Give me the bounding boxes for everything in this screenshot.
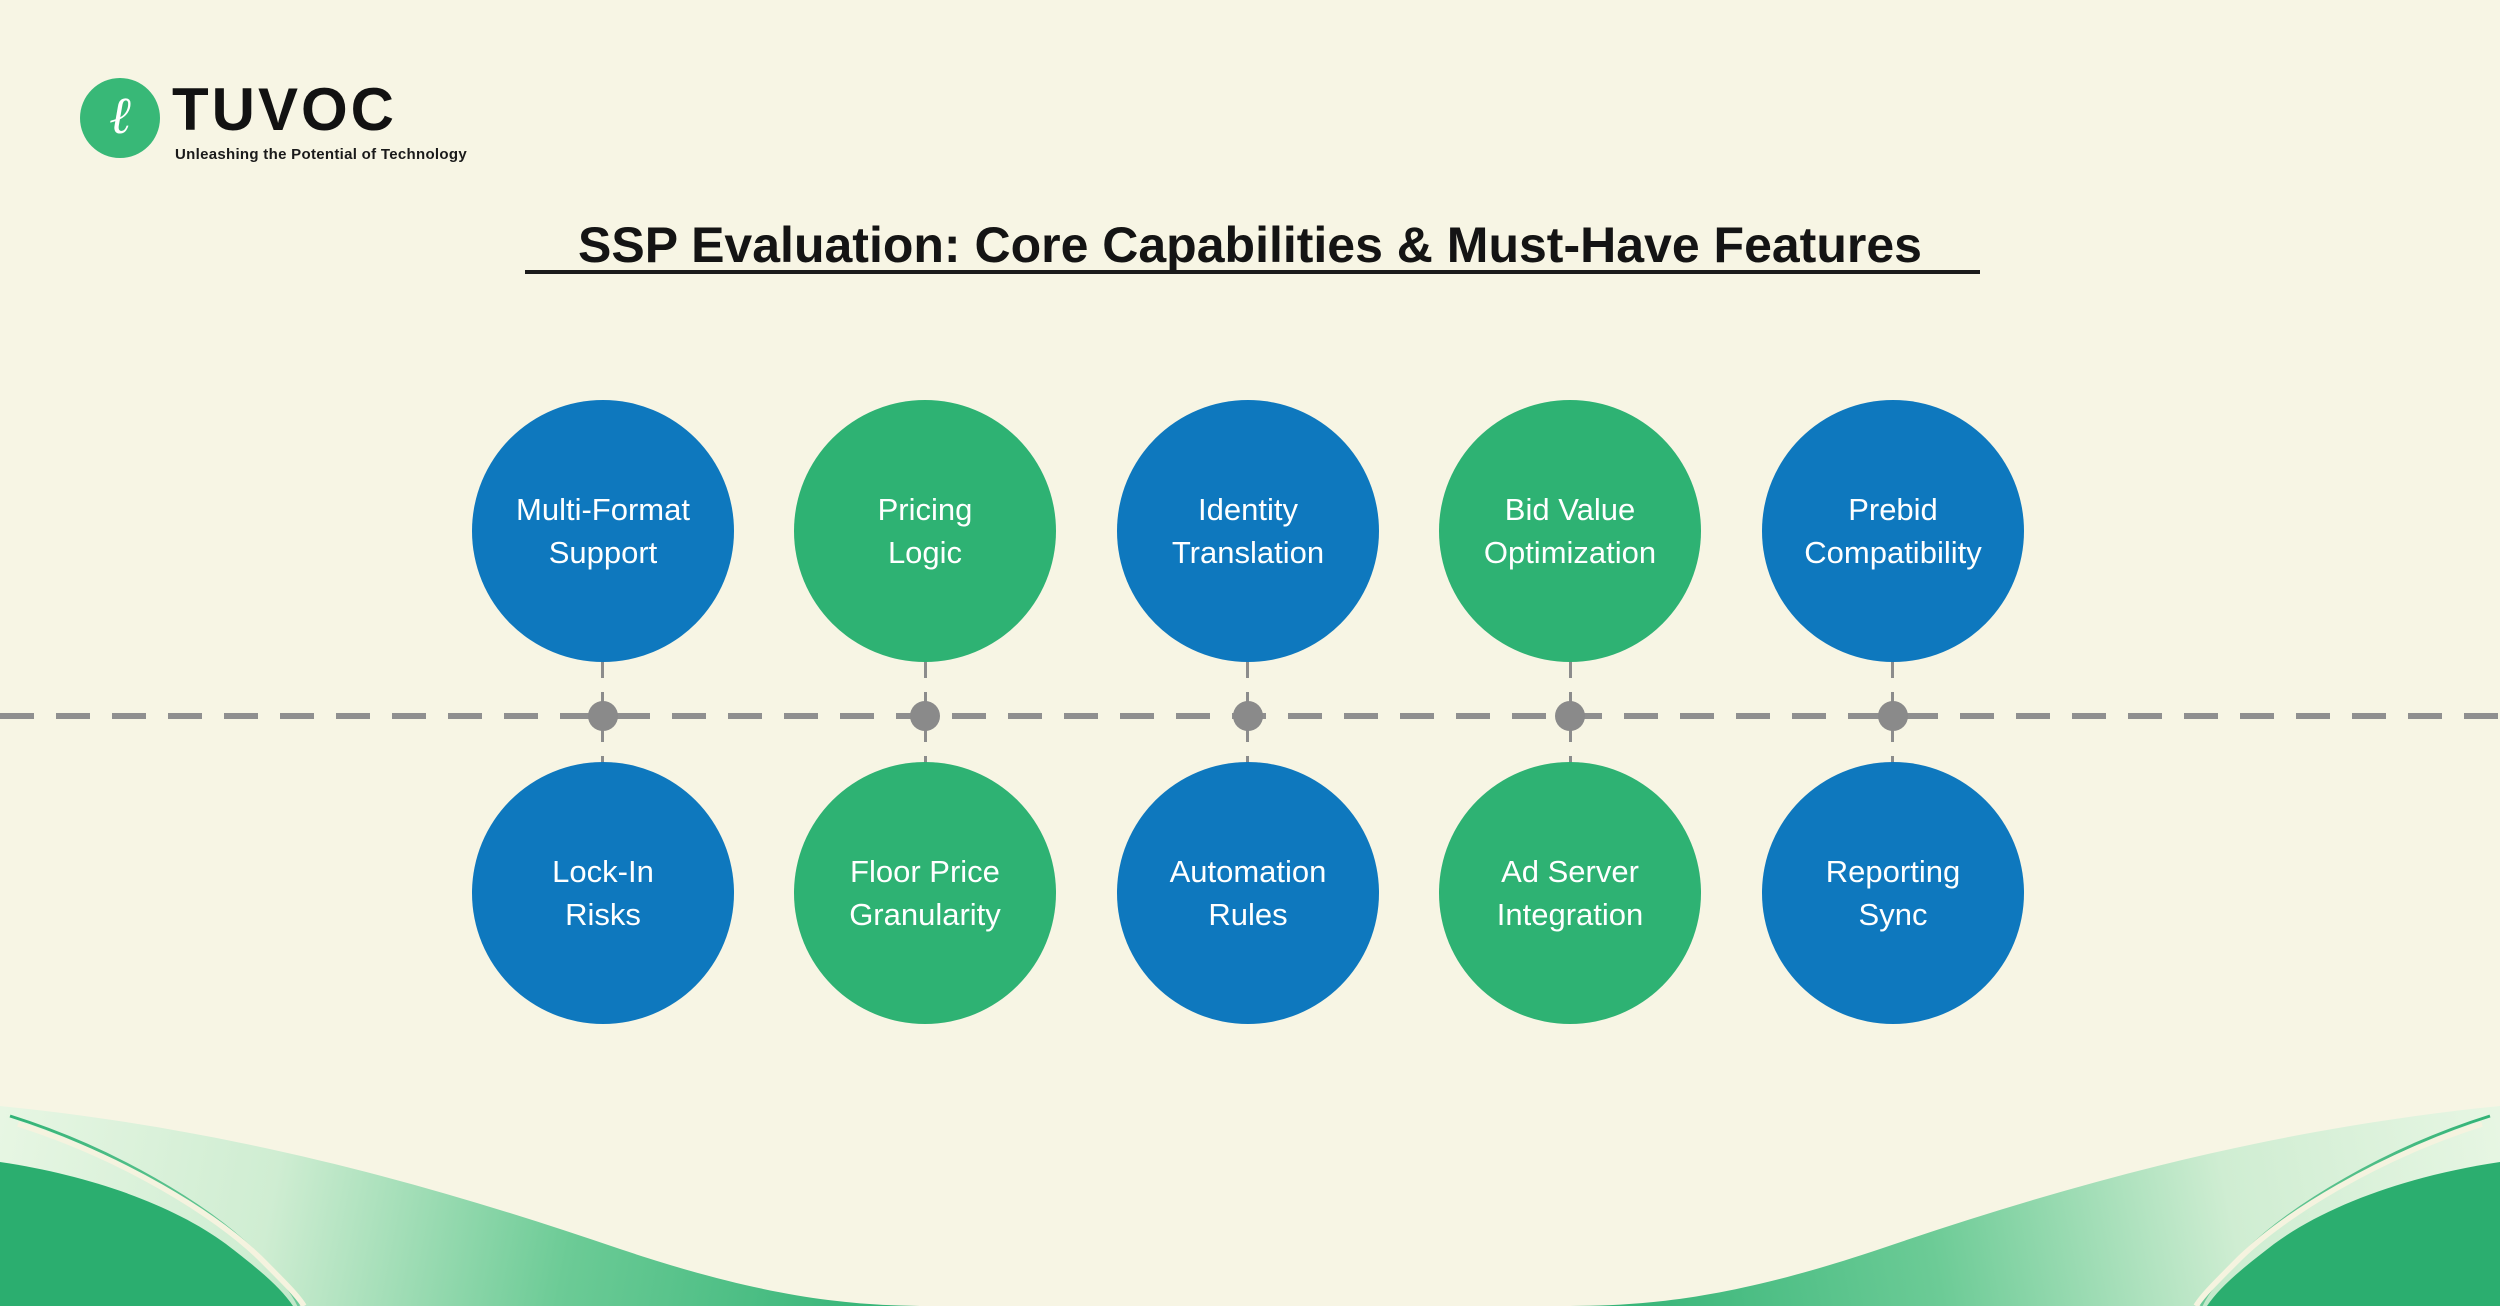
capability-circle-prebid-compatibility: Prebid Compatibility (1762, 400, 2024, 662)
bottom-left-wave-decoration (0, 1106, 930, 1306)
capability-circle-reporting-sync: Reporting Sync (1762, 762, 2024, 1024)
title-underline (525, 270, 1980, 274)
capability-label: Reporting Sync (1825, 853, 1961, 932)
capability-label: Automation Rules (1169, 853, 1327, 932)
brand-logo: ℓ TUVOC Unleashing the Potential of Tech… (80, 78, 467, 163)
capability-circle-automation-rules: Automation Rules (1117, 762, 1379, 1024)
capability-label: Pricing Logic (877, 491, 973, 570)
capability-label: Multi-Format Support (516, 491, 690, 570)
capability-label: Identity Translation (1171, 491, 1325, 570)
capability-circle-floor-price-granularity: Floor Price Granularity (794, 762, 1056, 1024)
capability-label: Floor Price Granularity (849, 853, 1001, 932)
capability-circle-ad-server-integration: Ad Server Integration (1439, 762, 1701, 1024)
capability-label: Bid Value Optimization (1483, 491, 1657, 570)
capability-label: Ad Server Integration (1496, 853, 1644, 932)
brand-tagline: Unleashing the Potential of Technology (175, 146, 467, 163)
timeline-node-dot (1233, 701, 1263, 731)
capability-circle-bid-value-optimization: Bid Value Optimization (1439, 400, 1701, 662)
capability-circle-identity-translation: Identity Translation (1117, 400, 1379, 662)
timeline-node-dot (1555, 701, 1585, 731)
capability-label: Lock-In Risks (552, 853, 654, 932)
capability-circle-pricing-logic: Pricing Logic (794, 400, 1056, 662)
timeline-node-dot (910, 701, 940, 731)
timeline-node-dot (1878, 701, 1908, 731)
brand-name: TUVOC (172, 76, 397, 143)
tuvoc-logo-icon: ℓ (80, 78, 160, 158)
logo-text-block: TUVOC Unleashing the Potential of Techno… (172, 76, 467, 164)
timeline-node-dot (588, 701, 618, 731)
logo-script-glyph: ℓ (109, 86, 131, 146)
capability-circle-lock-in-risks: Lock-In Risks (472, 762, 734, 1024)
capability-label: Prebid Compatibility (1804, 491, 1982, 570)
page-title: SSP Evaluation: Core Capabilities & Must… (578, 216, 1922, 273)
bottom-right-wave-decoration (1570, 1106, 2500, 1306)
capability-circle-multi-format-support: Multi-Format Support (472, 400, 734, 662)
